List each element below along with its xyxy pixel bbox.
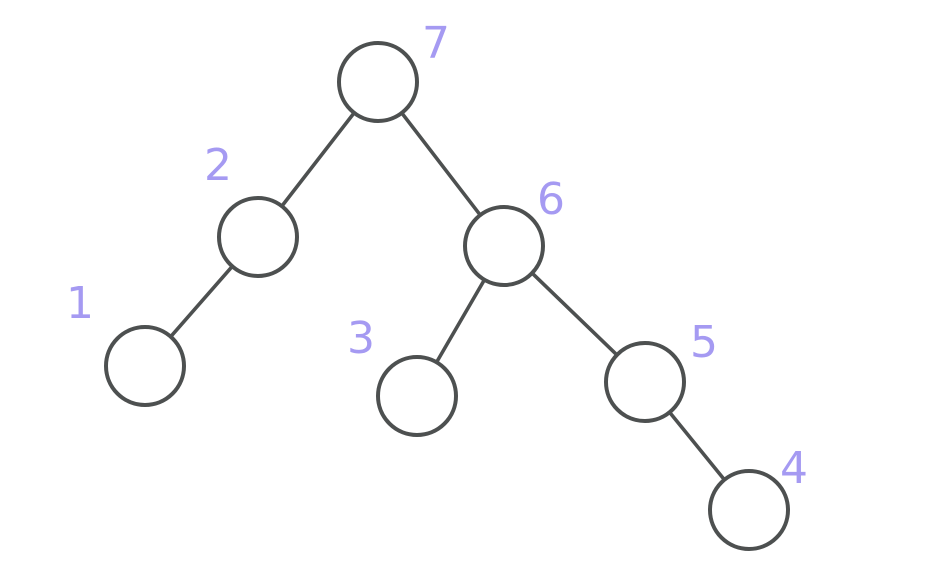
node-label-5: 5 (690, 317, 718, 368)
tree-edges (168, 111, 727, 482)
edge-n2-n1 (168, 264, 235, 339)
tree-node-1 (104, 325, 186, 407)
node-label-1: 1 (66, 278, 94, 329)
tree-node-4 (708, 469, 790, 551)
tree-nodes (104, 41, 790, 551)
edge-n7-n6 (399, 111, 483, 217)
edge-n6-n5 (530, 271, 619, 357)
tree-node-2 (217, 196, 299, 278)
node-label-3: 3 (347, 313, 375, 364)
tree-node-7 (337, 41, 419, 123)
tree-node-6 (463, 205, 545, 287)
edge-n5-n4 (667, 410, 727, 482)
node-label-7: 7 (422, 18, 450, 69)
tree-node-5 (604, 341, 686, 423)
edge-n7-n2 (280, 111, 356, 208)
node-label-6: 6 (537, 174, 565, 225)
node-label-2: 2 (204, 140, 232, 191)
edge-n6-n3 (434, 277, 487, 365)
tree-node-3 (376, 355, 458, 437)
tree-labels: 7 2 6 1 3 5 4 (66, 18, 808, 494)
node-label-4: 4 (780, 443, 808, 494)
